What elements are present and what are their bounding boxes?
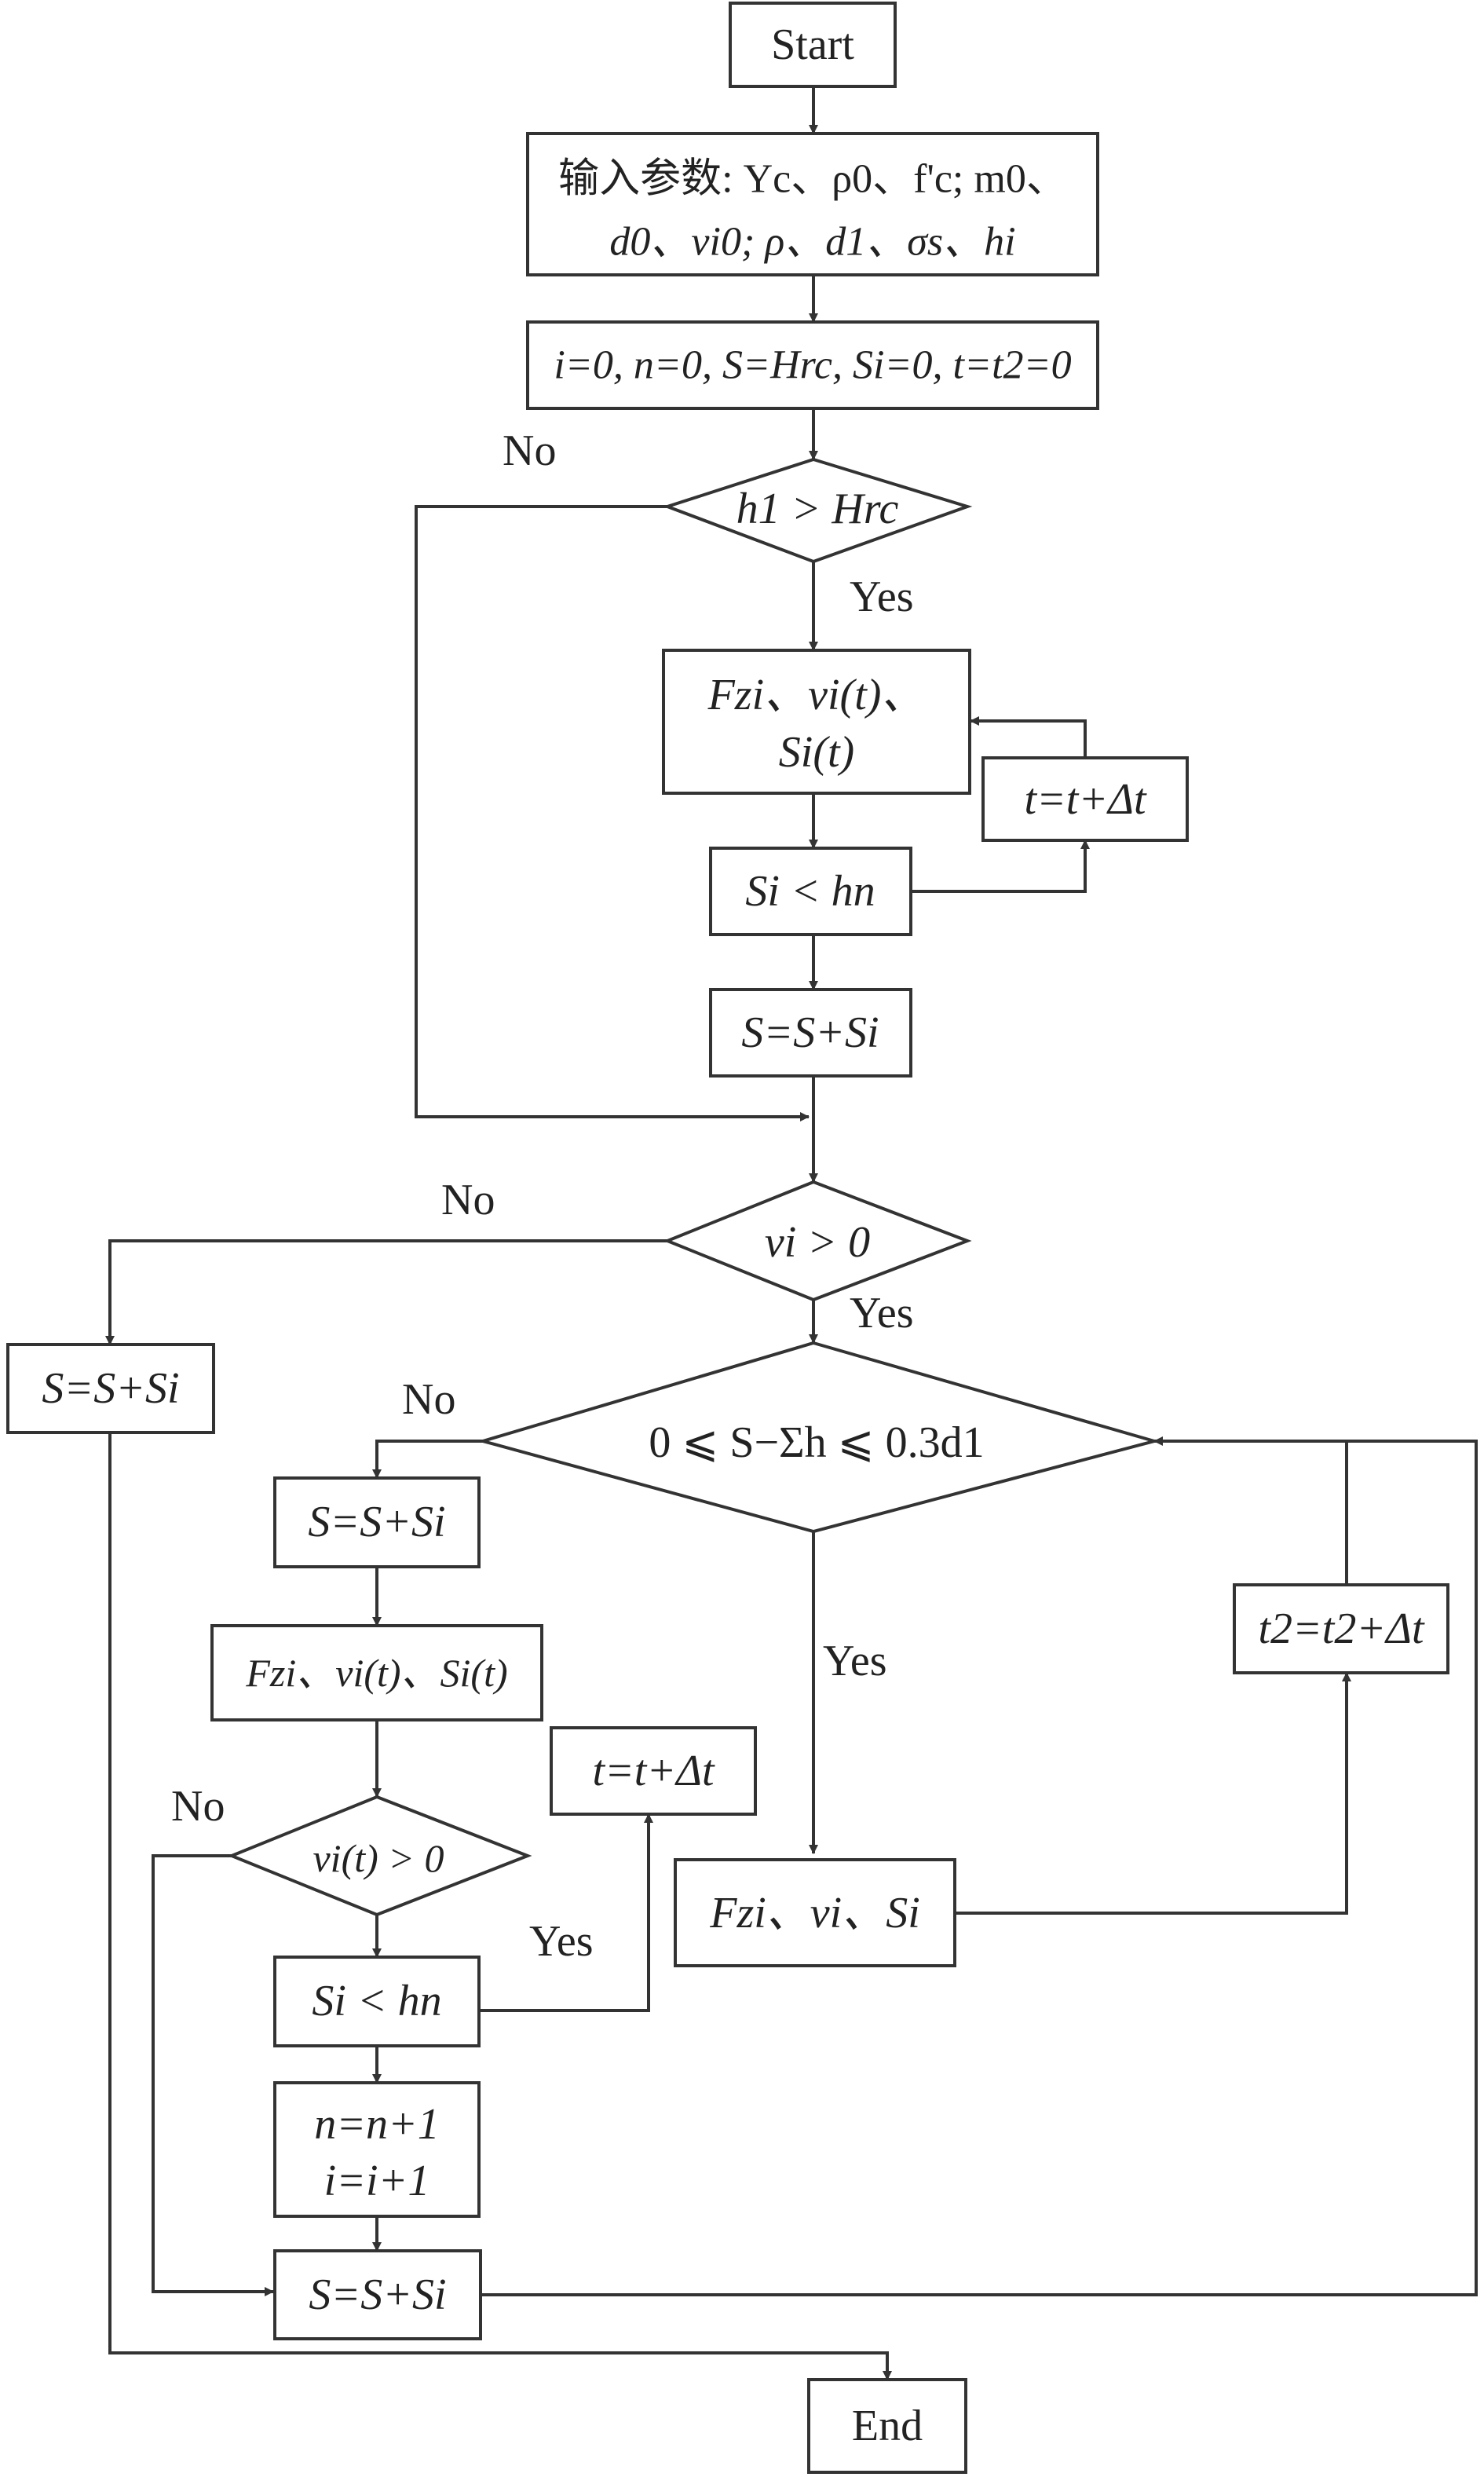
decision-vit: vi(t) > 0 <box>227 1795 532 1917</box>
si-hn-box-2: Si < hn <box>273 1956 481 2047</box>
edge-t-p1 <box>970 716 1087 758</box>
label-d1-no: No <box>503 426 556 475</box>
edge-sihn2-yes <box>479 1813 653 2012</box>
decision-h1-label: h1 > Hrc <box>737 485 899 533</box>
process-1-line2: Si(t) <box>779 728 854 777</box>
sum-3-label: S=S+Si <box>309 2270 446 2319</box>
si-hn-1-label: Si < hn <box>745 867 875 916</box>
decision-range: 0 ⩽ S−Σh ⩽ 0.3d1 <box>477 1341 1161 1534</box>
edge-d2-no <box>105 1239 667 1345</box>
connectors <box>105 86 1478 2380</box>
decision-vit-label: vi(t) > 0 <box>313 1836 444 1880</box>
time-step-box-3: t=t+Δt <box>550 1726 757 1816</box>
decision-vi: vi > 0 <box>663 1180 972 1302</box>
label-d3-no: No <box>402 1375 455 1424</box>
input-params-box: 输入参数: Yc、ρ0、f'c; m0、 d0、vi0; ρ、d1、σs、hi <box>526 132 1099 276</box>
si-hn-2-label: Si < hn <box>312 1977 441 2025</box>
process-1-line1: Fzi、vi(t)、 <box>707 671 926 719</box>
si-hn-box-1: Si < hn <box>709 847 912 936</box>
label-d4-no: No <box>171 1782 225 1831</box>
edge-s3-d3 <box>481 1436 1478 2296</box>
process-force-velocity-2: Fzi、vi(t)、Si(t) <box>210 1624 543 1721</box>
sum-2-label: S=S+Si <box>308 1498 445 1546</box>
init-box: i=0, n=0, S=Hrc, Si=0, t=t2=0 <box>526 320 1099 410</box>
sum-box-3: S=S+Si <box>273 2249 482 2340</box>
label-d2-yes: Yes <box>850 1289 913 1337</box>
edge-d3-no <box>372 1440 483 1479</box>
time-step-box-1: t=t+Δt <box>981 756 1189 842</box>
sum-left-label: S=S+Si <box>42 1364 179 1413</box>
increment-box: n=n+1 i=i+1 <box>273 2081 481 2218</box>
edge-labels: No Yes No Yes No Yes No Yes <box>171 426 913 1966</box>
sum-box-2: S=S+Si <box>273 1476 481 1568</box>
input-params-line1: 输入参数: Yc、ρ0、f'c; m0、 <box>558 157 1067 202</box>
time-step-box-2: t2=t2+Δt <box>1233 1583 1449 1674</box>
input-params-line2: d0、vi0; ρ、d1、σs、hi <box>609 220 1015 265</box>
start-node: Start <box>729 2 897 88</box>
decision-vi-label: vi > 0 <box>765 1218 870 1267</box>
decision-h1: h1 > Hrc <box>662 457 973 564</box>
process-2-label: Fzi、vi(t)、Si(t) <box>245 1651 507 1695</box>
sum-box-left: S=S+Si <box>6 1343 215 1434</box>
increment-line2: i=i+1 <box>324 2157 430 2205</box>
init-label: i=0, n=0, S=Hrc, Si=0, t=t2=0 <box>554 343 1071 388</box>
sum-1-label: S=S+Si <box>741 1008 879 1057</box>
label-sihn2-yes: Yes <box>529 1917 593 1966</box>
sum-box-1: S=S+Si <box>709 988 912 1078</box>
time-step-3-label: t=t+Δt <box>592 1747 715 1795</box>
label-d3-yes: Yes <box>823 1637 886 1685</box>
end-label: End <box>852 2402 923 2450</box>
edge-d1-no <box>415 505 810 1121</box>
decision-range-label: 0 ⩽ S−Σh ⩽ 0.3d1 <box>649 1418 984 1467</box>
start-label: Start <box>771 20 854 69</box>
edge-left-end <box>108 1432 892 2380</box>
process-force-velocity-3: Fzi、vi、Si <box>674 1858 956 1967</box>
edge-d4-no <box>152 1854 274 2296</box>
time-step-1-label: t=t+Δt <box>1024 775 1147 824</box>
time-step-2-label: t2=t2+Δt <box>1258 1604 1425 1653</box>
label-d2-no: No <box>441 1176 495 1224</box>
increment-line1: n=n+1 <box>314 2100 440 2149</box>
edge-f3-t2 <box>955 1672 1351 1915</box>
process-force-velocity-1: Fzi、vi(t)、 Si(t) <box>662 649 971 795</box>
end-node: End <box>807 2378 967 2474</box>
edge-sihn-t <box>911 840 1090 893</box>
process-3-label: Fzi、vi、Si <box>709 1889 920 1937</box>
label-d1-yes: Yes <box>850 573 913 621</box>
